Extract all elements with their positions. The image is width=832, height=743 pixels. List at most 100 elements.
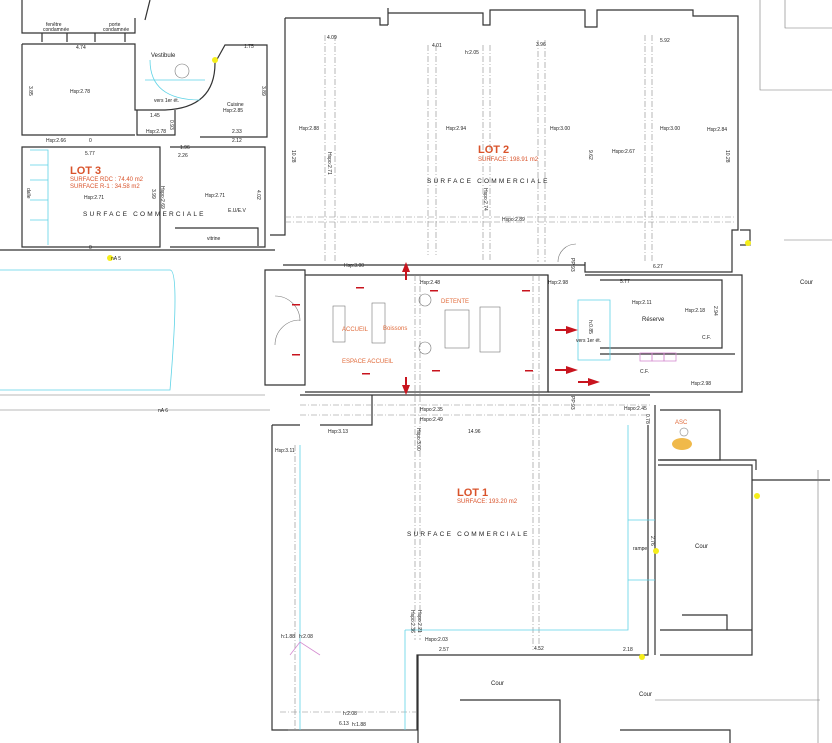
svg-text:vers 1er ét.: vers 1er ét. bbox=[154, 98, 179, 104]
svg-text:Hsp:2.85: Hsp:2.85 bbox=[223, 108, 243, 114]
svg-text:Boissons: Boissons bbox=[383, 326, 407, 332]
svg-text:2.57: 2.57 bbox=[439, 647, 449, 653]
svg-text:9.62: 9.62 bbox=[587, 150, 593, 160]
lot3-commercial: SURFACE COMMERCIALE bbox=[83, 211, 206, 218]
lot3-surface-rdc: SURFACE RDC : 74.40 m2 bbox=[70, 177, 144, 183]
svg-text:2.33: 2.33 bbox=[232, 129, 242, 135]
svg-text:1.96: 1.96 bbox=[180, 145, 190, 151]
svg-text:Hsp:2.98: Hsp:2.98 bbox=[548, 280, 568, 286]
svg-text:Hspo:2.49: Hspo:2.49 bbox=[420, 417, 443, 423]
svg-text:3.85: 3.85 bbox=[27, 86, 33, 96]
svg-text:2.26: 2.26 bbox=[178, 153, 188, 159]
svg-text:5.77: 5.77 bbox=[85, 151, 95, 157]
elevator-label: ASC bbox=[675, 420, 688, 426]
svg-text:h:1.88: h:1.88 bbox=[281, 634, 295, 640]
fenetre-label: fenêtre bbox=[46, 22, 62, 28]
porte-label: porte bbox=[109, 22, 121, 28]
cour-label: Cour bbox=[491, 681, 504, 687]
markers bbox=[107, 57, 760, 660]
svg-text:1.75: 1.75 bbox=[244, 44, 254, 50]
svg-text:Hsp:3.00: Hsp:3.00 bbox=[660, 126, 680, 132]
svg-text:2.76: 2.76 bbox=[649, 536, 655, 546]
svg-text:Hsp:3.11: Hsp:3.11 bbox=[275, 448, 295, 454]
svg-text:nA 5: nA 5 bbox=[111, 256, 121, 262]
svg-text:vers 1er ét.: vers 1er ét. bbox=[576, 338, 601, 344]
svg-text:5.77: 5.77 bbox=[620, 279, 630, 285]
svg-text:Hsp:3.13: Hsp:3.13 bbox=[328, 429, 348, 435]
svg-text:0.78: 0.78 bbox=[644, 414, 650, 424]
svg-text:PP:93: PP:93 bbox=[569, 258, 575, 272]
lot2-labels: 4.09 4.01 h:2.05 3.96 5.92 Hsp:2.88 Hspo… bbox=[290, 35, 730, 272]
svg-text:Hsp:3.00: Hsp:3.00 bbox=[550, 126, 570, 132]
svg-text:Hspo:2.69: Hspo:2.69 bbox=[159, 186, 165, 209]
svg-text:3.89: 3.89 bbox=[260, 86, 266, 96]
lot1-labels: Hsp:3.11 LOT 1 SURFACE: 193.20 m2 SURFAC… bbox=[275, 280, 813, 728]
zone-espace-accueil: ESPACE ACCUEIL bbox=[342, 359, 394, 365]
lot2-commercial: SURFACE COMMERCIALE bbox=[427, 178, 550, 185]
lot1-surface: SURFACE: 193.20 m2 bbox=[457, 499, 518, 505]
svg-text:Hspo:2.45: Hspo:2.45 bbox=[624, 406, 647, 412]
svg-text:2.94: 2.94 bbox=[712, 306, 718, 316]
svg-text:10.28: 10.28 bbox=[724, 150, 730, 163]
svg-text:Hsp:2.78: Hsp:2.78 bbox=[146, 129, 166, 135]
svg-text:Hsp:2.71: Hsp:2.71 bbox=[84, 195, 104, 201]
lot3-title: LOT 3 bbox=[70, 165, 101, 177]
svg-text:1.45: 1.45 bbox=[150, 113, 160, 119]
svg-text:Hsp:2.71: Hsp:2.71 bbox=[205, 193, 225, 199]
svg-text:5.92: 5.92 bbox=[660, 38, 670, 44]
lot3-surface-r1: SURFACE R-1 : 34.58 m2 bbox=[70, 184, 140, 190]
accueil-labels: Hsp:2.48 DETENTE Hsp:2.98 5.77 Hsp:2.11 … bbox=[158, 279, 718, 451]
svg-text:Hsp:2.11: Hsp:2.11 bbox=[632, 300, 652, 306]
room-reserve: Réserve bbox=[642, 317, 665, 323]
svg-text:Hsp:2.66: Hsp:2.66 bbox=[46, 138, 66, 144]
svg-text:4.01: 4.01 bbox=[432, 43, 442, 49]
svg-text:h:1.88: h:1.88 bbox=[352, 722, 366, 728]
zone-accueil: ACCUEIL bbox=[342, 327, 369, 333]
svg-text:0: 0 bbox=[89, 138, 92, 144]
svg-text:h:2.08: h:2.08 bbox=[343, 711, 357, 717]
lot2-title: LOT 2 bbox=[478, 144, 509, 156]
svg-text:0.93: 0.93 bbox=[168, 120, 174, 130]
cyan-network-lines bbox=[0, 59, 655, 730]
svg-text:dalle: dalle bbox=[25, 188, 31, 199]
svg-text:Hspo:3.00: Hspo:3.00 bbox=[415, 428, 421, 451]
svg-text:3.96: 3.96 bbox=[536, 42, 546, 48]
svg-text:Hspo:2.03: Hspo:2.03 bbox=[425, 637, 448, 643]
svg-text:6.27: 6.27 bbox=[653, 264, 663, 270]
svg-text:Hsp:3.00: Hsp:3.00 bbox=[344, 263, 364, 269]
svg-text:Hsp:2.48: Hsp:2.48 bbox=[420, 280, 440, 286]
svg-text:C.F.: C.F. bbox=[640, 369, 649, 375]
svg-text:4.52: 4.52 bbox=[534, 646, 544, 652]
svg-text:C.F.: C.F. bbox=[702, 335, 711, 341]
room-cuisine: Cuisine bbox=[227, 102, 244, 108]
svg-text:2.18: 2.18 bbox=[623, 647, 633, 653]
svg-text:2.12: 2.12 bbox=[232, 138, 242, 144]
cour-label: Cour bbox=[695, 544, 708, 550]
cour-label: Cour bbox=[800, 280, 813, 286]
lot2-surface: SURFACE: 198.91 m2 bbox=[478, 157, 539, 163]
svg-text:Hspo:2.36: Hspo:2.36 bbox=[409, 610, 415, 633]
svg-text:Hspo:2.67: Hspo:2.67 bbox=[612, 149, 635, 155]
svg-text:6.13: 6.13 bbox=[339, 721, 349, 727]
elevator-icon bbox=[672, 427, 692, 450]
structural-axes bbox=[280, 35, 735, 730]
svg-text:rampe: rampe bbox=[633, 546, 647, 552]
svg-text:Hspo:2.21: Hspo:2.21 bbox=[416, 610, 422, 633]
svg-text:4.09: 4.09 bbox=[327, 35, 337, 41]
room-vestibule: Vestibule bbox=[151, 53, 176, 59]
svg-text:h:2.05: h:2.05 bbox=[465, 50, 479, 56]
svg-text:Hspo:2.74: Hspo:2.74 bbox=[482, 188, 488, 211]
zone-detente: DETENTE bbox=[441, 299, 469, 305]
svg-text:E.U/E.V: E.U/E.V bbox=[228, 208, 246, 214]
svg-text:10.28: 10.28 bbox=[290, 150, 296, 163]
svg-text:condamnée: condamnée bbox=[103, 27, 129, 33]
lot1-commercial: SURFACE COMMERCIALE bbox=[407, 531, 530, 538]
svg-text:Hsp:2.18: Hsp:2.18 bbox=[685, 308, 705, 314]
svg-text:Hsp:2.94: Hsp:2.94 bbox=[446, 126, 466, 132]
svg-text:3.99: 3.99 bbox=[150, 189, 156, 199]
lot3-labels: fenêtre condamnée porte condamnée 4.74 V… bbox=[25, 22, 266, 262]
svg-text:h:2.08: h:2.08 bbox=[299, 634, 313, 640]
